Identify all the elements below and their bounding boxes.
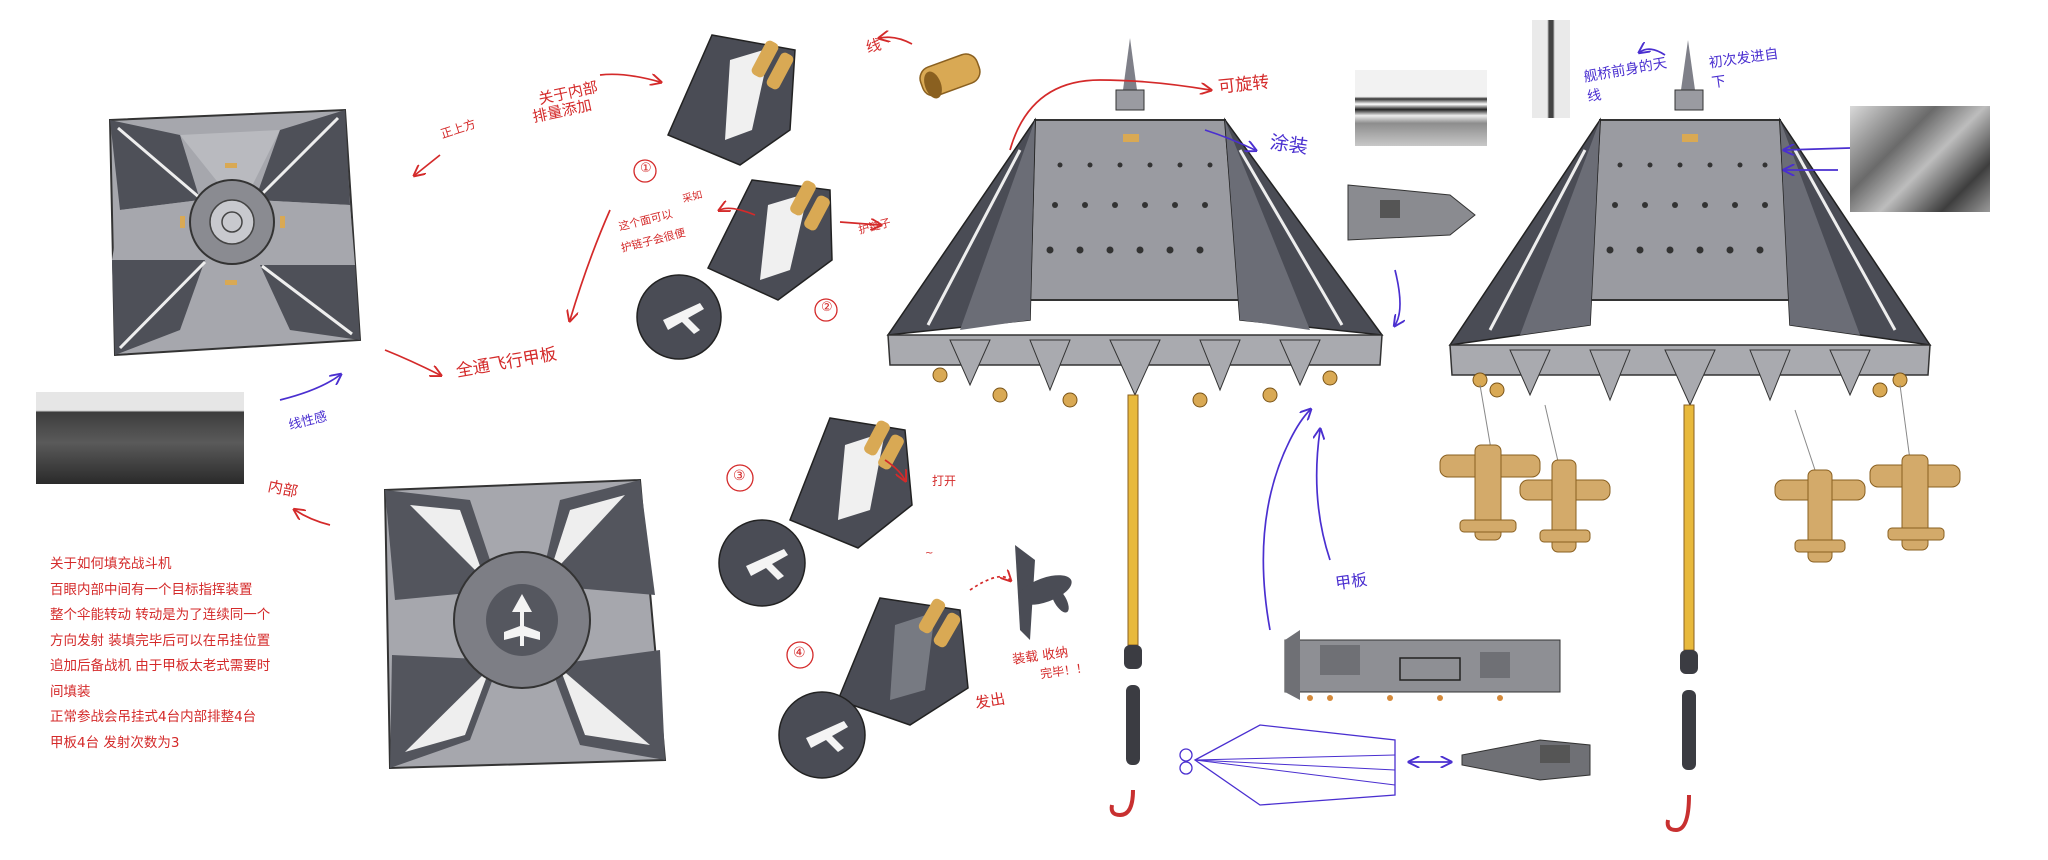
top-view-umbrella	[108, 108, 362, 357]
note-line: 正常参战会吊挂式4台内部排整4台	[50, 709, 257, 725]
note-line: 关于如何填充战斗机	[50, 556, 172, 572]
label-num-3: ③	[733, 468, 746, 484]
umbrella-side-view-2	[1439, 40, 1961, 833]
inside-view-umbrella	[383, 478, 667, 770]
umbrella-side-view-1	[886, 38, 1384, 818]
note-line: 百眼内部中间有一个目标指挥装置	[50, 581, 253, 598]
cartridge-4	[778, 545, 1072, 779]
label-open: 打开	[932, 474, 957, 488]
note-line: 甲板4台 发射次数为3	[50, 734, 180, 751]
note-line: 间填装	[50, 683, 91, 700]
cartridge-3	[718, 417, 913, 607]
label-tilde: ~	[925, 548, 934, 559]
small-ship-view	[1461, 739, 1591, 781]
loading-notes: 关于如何填充战斗机 百眼内部中间有一个目标指挥装置 整个伞能转动 转动是为了连续…	[50, 552, 270, 756]
hull-detail-photo	[1850, 106, 1990, 212]
label-deck: 甲板	[1334, 569, 1369, 594]
flight-deck-reference-photo	[36, 392, 244, 484]
label-paint: 涂装	[1268, 131, 1310, 159]
cartridge-1	[667, 34, 796, 166]
dazzle-ship-photo	[1355, 70, 1487, 146]
cylinder-part	[919, 53, 981, 99]
label-rotate: 可旋转	[1217, 72, 1271, 98]
annotation-arrows	[279, 37, 1851, 762]
mast-photo	[1532, 20, 1570, 118]
label-num-1: ①	[640, 161, 652, 176]
note-line: 方向发射 装填完毕后可以在吊挂位置	[50, 632, 271, 649]
carrier-deck-view	[1284, 630, 1561, 701]
ship-top-view	[1347, 184, 1476, 241]
note-line: 追加后备战机 由于甲板太老式需要时	[50, 658, 271, 674]
note-line: 整个伞能转动 转动是为了连续同一个	[50, 607, 271, 623]
umbrella-flat-diagram	[1179, 724, 1396, 806]
label-num-2: ②	[821, 300, 833, 315]
label-num-4: ④	[793, 645, 806, 661]
